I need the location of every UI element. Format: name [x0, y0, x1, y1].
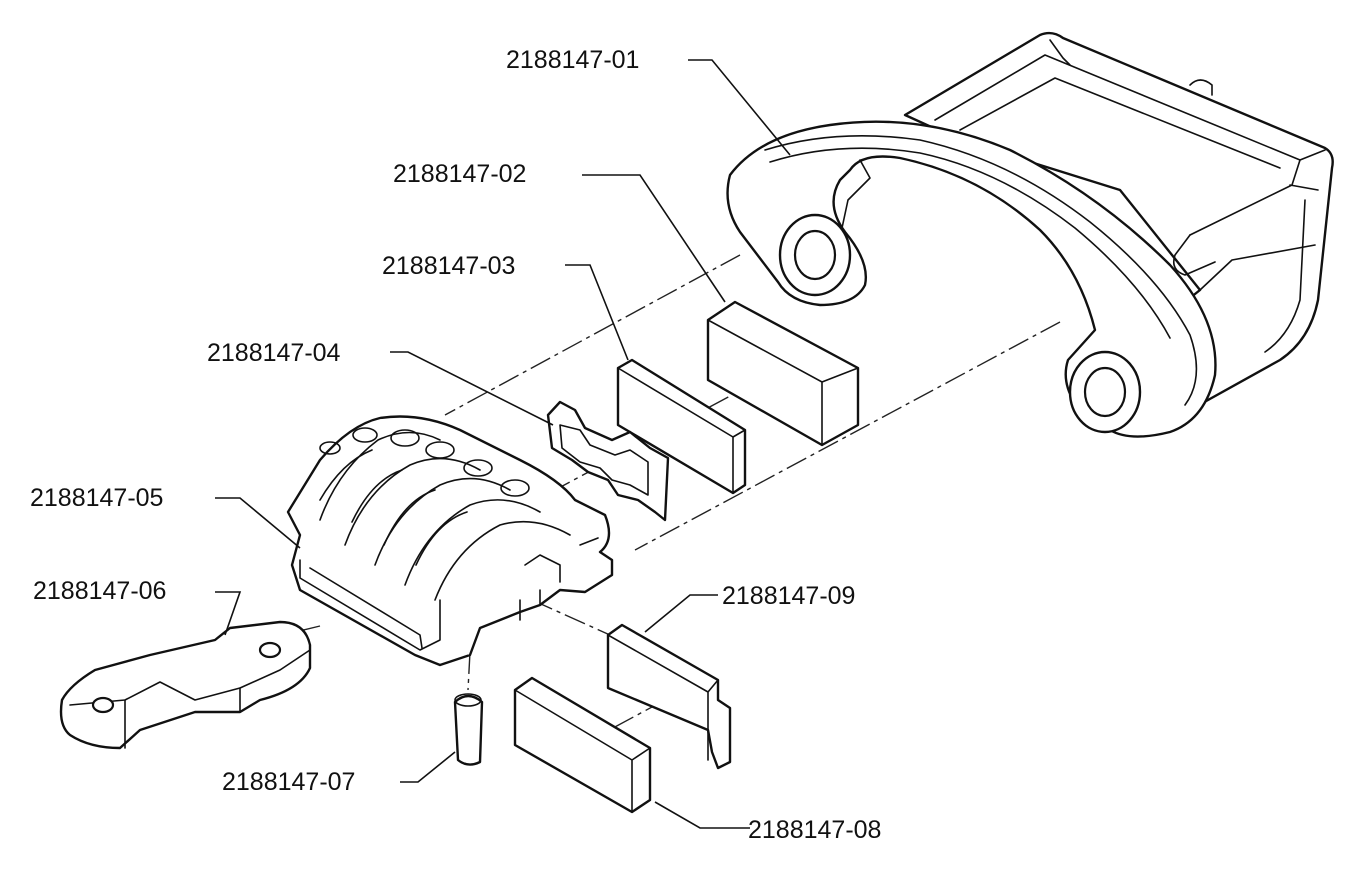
bracket-part-06	[59, 620, 312, 750]
spring-clip-part-04	[546, 400, 670, 522]
label-part-04: 2188147-04	[207, 339, 341, 367]
handle-housing-part-01	[726, 31, 1334, 438]
pin-part-07	[453, 693, 484, 766]
label-part-08: 2188147-08	[748, 816, 881, 844]
label-part-07: 2188147-07	[222, 768, 355, 796]
block-part-02	[706, 300, 860, 447]
leader-01	[688, 59, 791, 156]
leader-08	[654, 801, 750, 829]
label-part-05: 2188147-05	[30, 484, 163, 512]
label-part-01: 2188147-01	[506, 46, 639, 74]
label-part-02: 2188147-02	[393, 160, 526, 188]
leader-07	[400, 751, 456, 783]
label-part-09: 2188147-09	[722, 582, 855, 610]
leader-lines	[215, 59, 791, 829]
leader-03	[565, 264, 629, 361]
leader-05	[215, 497, 301, 549]
leader-06	[215, 591, 242, 636]
part-labels: 2188147-01 2188147-02 2188147-03 2188147…	[30, 46, 881, 844]
plate-part-03	[616, 358, 747, 495]
label-part-03: 2188147-03	[382, 252, 515, 280]
leader-04	[390, 351, 554, 426]
finned-body-part-05	[286, 415, 614, 667]
block-part-08	[513, 676, 652, 814]
leader-09	[644, 594, 718, 633]
label-part-06: 2188147-06	[33, 577, 166, 605]
notched-plate-part-09	[606, 623, 732, 770]
leader-02	[582, 174, 726, 303]
